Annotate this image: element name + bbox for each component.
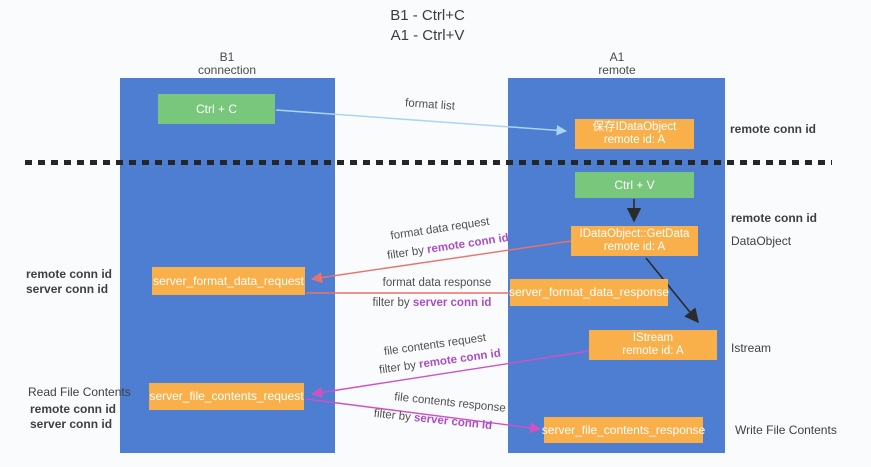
ctrl-c-label: Ctrl + C — [195, 102, 237, 116]
filter-by-server-conn-id-1: filter by server conn id — [357, 297, 507, 309]
read-file-contents-label: Read File Contents — [28, 385, 131, 399]
lane-a1-subtitle: remote — [598, 63, 636, 77]
write-file-contents-label: Write File Contents — [735, 423, 837, 437]
ctrl-c-box: Ctrl + C — [158, 94, 275, 124]
server-format-data-response-label: server_format_data_response — [508, 285, 670, 299]
ctrl-v-label: Ctrl + V — [614, 178, 655, 192]
getdata-line1: IDataObject::GetData — [579, 228, 690, 240]
left-server-conn-id-1: server conn id — [26, 282, 109, 296]
remote-conn-id-top-label: remote conn id — [730, 122, 817, 136]
lane-b1-name: B1 — [219, 50, 235, 64]
filter3-prefix: filter by — [378, 358, 420, 377]
diagram-title-line1: B1 - Ctrl+C — [390, 7, 465, 24]
filter2-key: server conn id — [412, 297, 492, 309]
server-file-contents-response-box: server_file_contents_response — [541, 417, 706, 443]
lane-header-b1: B1 connection — [152, 51, 302, 77]
save-idataobject-line1: 保存IDataObject — [592, 121, 677, 133]
lane-b1-subtitle: connection — [197, 63, 257, 77]
format-data-response-label: format data response — [382, 277, 492, 289]
lane-a1-name: A1 — [609, 50, 625, 64]
getdata-box: IDataObject::GetData remote id: A — [571, 226, 698, 256]
left-server-conn-id-2: server conn id — [30, 417, 113, 431]
save-idataobject-line2: remote id: A — [603, 134, 666, 146]
filter4-prefix: filter by — [373, 407, 415, 424]
filter1-key: remote conn id — [426, 231, 510, 257]
save-idataobject-box: 保存IDataObject remote id: A — [575, 119, 694, 149]
istream-line2: remote id: A — [622, 345, 684, 357]
format-list-label: format list — [404, 97, 456, 113]
istream-box: IStream remote id: A — [589, 330, 717, 360]
lane-header-a1: A1 remote — [542, 51, 692, 77]
left-remote-conn-id-1: remote conn id — [26, 267, 113, 281]
diagram-title-line2: A1 - Ctrl+V — [390, 27, 465, 44]
server-file-contents-response-label: server_file_contents_response — [541, 422, 706, 437]
server-file-contents-request-label: server_file_contents_request — [149, 389, 304, 403]
dashed-separator — [25, 160, 832, 165]
server-format-data-request-label: server_format_data_request — [153, 273, 304, 288]
dataobject-label: DataObject — [731, 234, 792, 248]
ctrl-v-box: Ctrl + V — [575, 172, 694, 198]
server-format-data-response-box: server_format_data_response — [508, 279, 670, 306]
server-format-data-request-box: server_format_data_request — [152, 267, 305, 295]
server-file-contents-request-box: server_file_contents_request — [149, 383, 304, 410]
filter1-prefix: filter by — [386, 244, 429, 263]
istream-line1: IStream — [632, 332, 674, 344]
getdata-line2: remote id: A — [603, 241, 666, 253]
remote-conn-id-mid-label: remote conn id — [731, 211, 818, 225]
filter4-key: server conn id — [413, 412, 493, 433]
left-remote-conn-id-2: remote conn id — [30, 402, 117, 416]
filter2-prefix: filter by — [372, 297, 413, 309]
istream-side-label: Istream — [731, 341, 772, 355]
